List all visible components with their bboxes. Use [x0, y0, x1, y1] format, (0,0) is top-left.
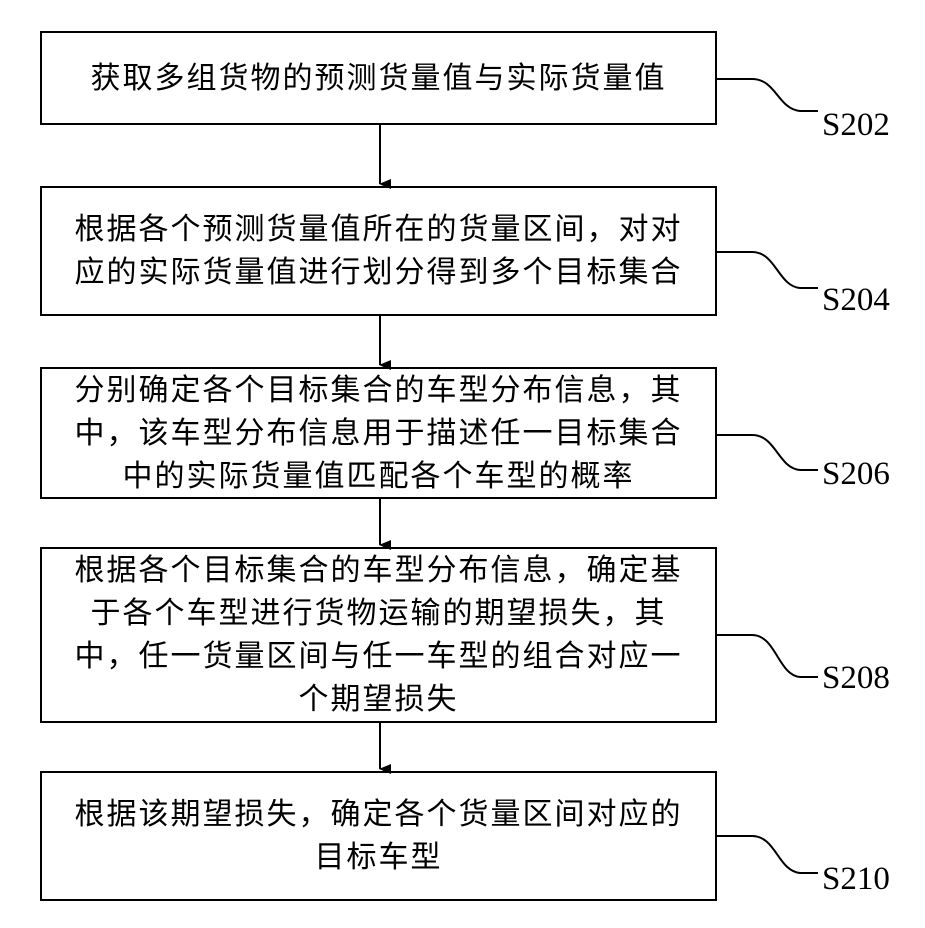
step-box-s204: 根据各个预测货量值所在的货量区间，对对应的实际货量值进行划分得到多个目标集合	[40, 186, 717, 316]
step-label-s206: S206	[822, 456, 890, 492]
step-label-s204: S204	[822, 282, 890, 318]
leader-s204	[717, 252, 818, 288]
leader-s208	[717, 635, 818, 677]
step-text: 根据该期望损失，确定各个货量区间对应的目标车型	[64, 793, 693, 879]
leader-s202	[717, 79, 818, 111]
step-text: 分别确定各个目标集合的车型分布信息，其中，该车型分布信息用于描述任一目标集合中的…	[64, 369, 693, 498]
step-text: 根据各个目标集合的车型分布信息，确定基于各个车型进行货物运输的期望损失，其中，任…	[64, 549, 693, 721]
step-text: 根据各个预测货量值所在的货量区间，对对应的实际货量值进行划分得到多个目标集合	[64, 208, 693, 294]
step-label-s202: S202	[822, 107, 890, 143]
step-box-s206: 分别确定各个目标集合的车型分布信息，其中，该车型分布信息用于描述任一目标集合中的…	[40, 367, 717, 499]
step-box-s202: 获取多组货物的预测货量值与实际货量值	[40, 31, 717, 125]
leader-s206	[717, 435, 818, 470]
step-box-s210: 根据该期望损失，确定各个货量区间对应的目标车型	[40, 771, 717, 901]
step-label-s210: S210	[822, 861, 890, 897]
step-label-s208: S208	[822, 660, 890, 696]
leader-s210	[717, 836, 818, 873]
step-text: 获取多组货物的预测货量值与实际货量值	[91, 57, 667, 100]
step-box-s208: 根据各个目标集合的车型分布信息，确定基于各个车型进行货物运输的期望损失，其中，任…	[40, 547, 717, 723]
